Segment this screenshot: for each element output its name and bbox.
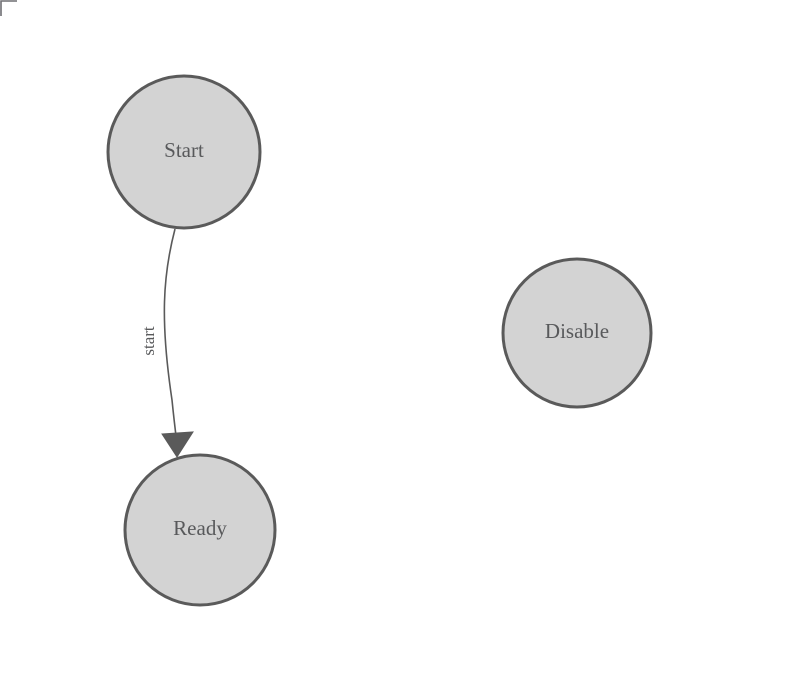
edge-path [163, 228, 178, 445]
node-ready-label: Ready [173, 516, 227, 540]
node-ready[interactable]: Ready [123, 453, 277, 607]
corner-bracket-mark [0, 0, 17, 16]
edge-start-to-ready[interactable]: start [139, 228, 194, 458]
node-start[interactable]: Start [106, 74, 262, 230]
node-ready-circle [123, 453, 277, 607]
edge-label-start: start [139, 326, 158, 356]
arrowhead-icon [161, 431, 194, 458]
node-disable-label: Disable [545, 319, 609, 343]
node-disable-circle [501, 257, 653, 409]
node-disable[interactable]: Disable [501, 257, 653, 409]
node-start-circle [106, 74, 262, 230]
node-start-label: Start [164, 138, 204, 162]
